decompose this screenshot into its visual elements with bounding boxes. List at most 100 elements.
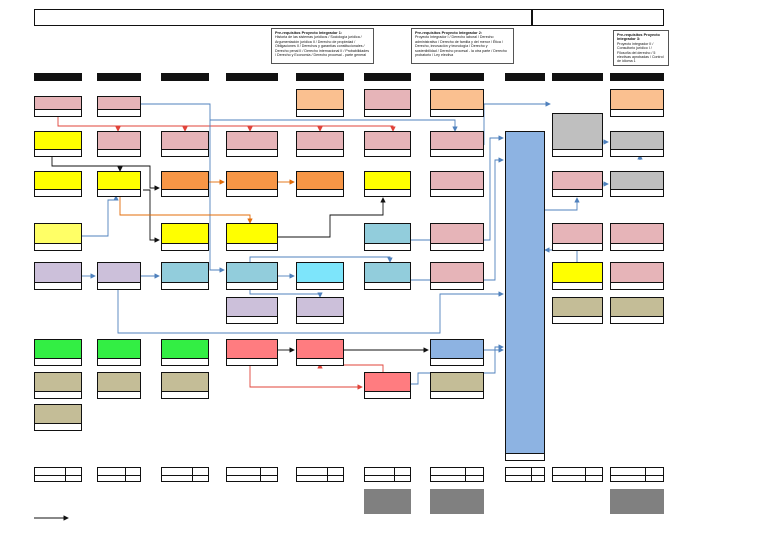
note-integrator-1-title: Pre-requisitos Proyecto Integrador 1:: [275, 31, 343, 35]
course-box[interactable]: [430, 262, 484, 290]
arrow-blue-col9-pink: [545, 197, 580, 211]
course-box-internship[interactable]: [505, 131, 545, 461]
credit-summary-1: [34, 467, 82, 482]
course-box[interactable]: [161, 262, 209, 290]
arrow-blue-light-yellow: [82, 195, 119, 237]
course-box[interactable]: [34, 223, 82, 251]
course-box[interactable]: [610, 131, 664, 157]
course-box[interactable]: [34, 372, 82, 399]
course-box[interactable]: [161, 131, 209, 157]
arrow-blue-lav-down: [249, 290, 323, 298]
credit-summary-2: [97, 467, 141, 482]
semester-header-1: [34, 73, 82, 81]
course-box[interactable]: [34, 262, 82, 290]
course-box[interactable]: [296, 171, 344, 197]
arrow-black-col6: [278, 197, 386, 238]
course-box[interactable]: [97, 372, 141, 399]
course-box[interactable]: [364, 131, 411, 157]
course-box[interactable]: [364, 171, 411, 197]
course-box[interactable]: [161, 372, 209, 399]
course-box[interactable]: [34, 404, 82, 431]
note-integrator-2-body: Proyecto Integrador I / Derecho laboral …: [415, 35, 507, 58]
course-box[interactable]: [430, 131, 484, 157]
course-box[interactable]: [552, 223, 603, 251]
total-block-6: [364, 489, 411, 514]
credit-summary-10: [610, 467, 664, 482]
course-box[interactable]: [226, 297, 278, 324]
course-box[interactable]: [552, 171, 603, 197]
credit-summary-6: [364, 467, 411, 482]
course-box[interactable]: [97, 131, 141, 157]
course-box[interactable]: [552, 297, 603, 324]
semester-header-6: [364, 73, 411, 81]
course-box[interactable]: [34, 131, 82, 157]
arrow-blue-lav-right: [117, 290, 504, 334]
course-box[interactable]: [552, 113, 603, 157]
note-integrator-3: Pre-requisitos Proyecto Integrador 3: Pr…: [613, 30, 669, 66]
course-box[interactable]: [430, 89, 484, 117]
semester-header-4: [226, 73, 278, 81]
semester-header-5: [296, 73, 344, 81]
course-box[interactable]: [34, 96, 82, 117]
course-box[interactable]: [364, 262, 411, 290]
semester-header-2: [97, 73, 141, 81]
note-integrator-2-title: Pre-requisitos Proyecto Integrador 2:: [415, 31, 483, 35]
semester-header-10: [610, 73, 664, 81]
arrow-orange-3: [119, 195, 253, 224]
course-box[interactable]: [296, 262, 344, 290]
arrow-blue-to-col7: [210, 119, 458, 132]
course-box[interactable]: [296, 131, 344, 157]
note-integrator-2: Pre-requisitos Proyecto Integrador 2: Pr…: [411, 28, 514, 64]
course-box[interactable]: [226, 223, 278, 251]
course-box[interactable]: [296, 89, 344, 117]
course-box[interactable]: [610, 223, 664, 251]
total-block-10: [610, 489, 664, 514]
course-box[interactable]: [226, 339, 278, 366]
arrow-red-salmon-down: [249, 363, 363, 390]
credit-summary-4: [226, 467, 278, 482]
arrow-black-to-row3: [120, 165, 160, 191]
course-box[interactable]: [552, 262, 603, 290]
course-box[interactable]: [161, 171, 209, 197]
course-box[interactable]: [97, 339, 141, 366]
note-integrator-1: Pre-requisitos Proyecto Integrador 1: Hi…: [271, 28, 374, 64]
course-box[interactable]: [226, 131, 278, 157]
course-box[interactable]: [430, 372, 484, 399]
course-box[interactable]: [610, 262, 664, 290]
course-box[interactable]: [364, 89, 411, 117]
course-box[interactable]: [430, 223, 484, 251]
semester-header-3: [161, 73, 209, 81]
course-box[interactable]: [364, 372, 411, 399]
credit-summary-9: [552, 467, 603, 482]
course-box[interactable]: [97, 171, 141, 197]
note-integrator-3-body: Proyecto integrador II / Consultorio jur…: [617, 41, 664, 64]
total-block-7: [430, 489, 484, 514]
credit-summary-3: [161, 467, 209, 482]
course-box[interactable]: [364, 223, 411, 251]
course-box[interactable]: [610, 89, 664, 117]
arrow-black-row2: [51, 155, 123, 172]
course-box[interactable]: [161, 223, 209, 251]
semester-header-8: [505, 73, 545, 81]
course-box[interactable]: [97, 262, 141, 290]
credit-summary-7: [430, 467, 484, 482]
note-integrator-1-body: Historia de las sistemas jurídicos / Soc…: [275, 35, 370, 58]
course-box[interactable]: [296, 297, 344, 324]
course-box[interactable]: [97, 96, 141, 117]
course-box[interactable]: [610, 297, 664, 324]
semester-header-9: [552, 73, 603, 81]
course-box[interactable]: [34, 339, 82, 366]
course-box[interactable]: [226, 171, 278, 197]
title-bar: [34, 9, 532, 26]
course-box[interactable]: [296, 339, 344, 366]
arrow-red-row1: [57, 117, 396, 132]
credit-summary-5: [296, 467, 344, 482]
course-box[interactable]: [430, 171, 484, 197]
course-box[interactable]: [34, 171, 82, 197]
course-box[interactable]: [226, 262, 278, 290]
arrow-blue-teal-row: [249, 256, 393, 263]
course-box[interactable]: [161, 339, 209, 366]
course-box[interactable]: [430, 339, 484, 366]
course-box[interactable]: [610, 171, 664, 197]
